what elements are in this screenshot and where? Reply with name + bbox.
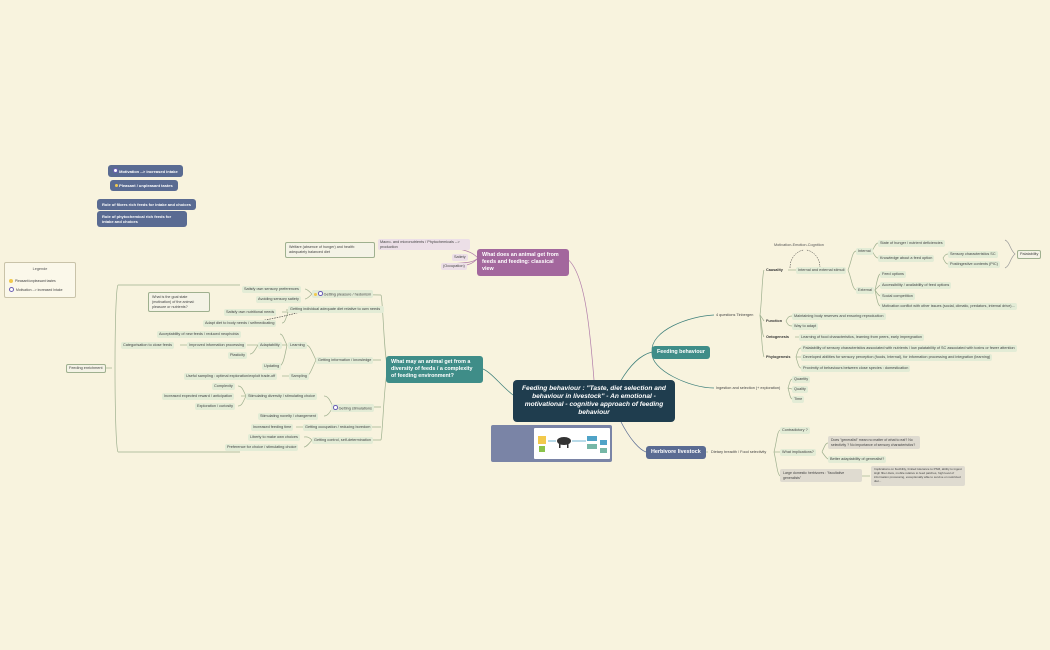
central-illustration (534, 428, 610, 459)
central-topic[interactable]: Feeding behaviour : "Taste, diet selecti… (513, 380, 675, 422)
herbivore-topic[interactable]: Herbivore livestock (646, 446, 706, 460)
conflict-node[interactable]: Motivation conflict with other issues (s… (880, 303, 1017, 310)
liberty-node[interactable]: Liberty to make own choices (248, 434, 300, 441)
ontogenesis-node[interactable]: Ontogenesis (766, 335, 789, 339)
macro-node[interactable]: Macro- and micronutrients / Phytochemica… (378, 239, 470, 251)
getting-pleasure-label: Getting pleasure / hedonism (323, 292, 372, 297)
learning-food-node[interactable]: Learning of food characteristics, learni… (799, 334, 924, 341)
tag-phyto[interactable]: Role of phytochemical rich feeds for int… (97, 211, 187, 228)
palatability-node[interactable]: Palatability (1017, 250, 1042, 259)
preference-choice-node[interactable]: Preference for choice / stimulating choi… (225, 444, 299, 451)
exploration-node[interactable]: Exploration / curiosity (195, 403, 236, 410)
time-node[interactable]: Time (792, 396, 805, 403)
getting-occupation-node[interactable]: Getting occupation / reducing boredom (303, 424, 373, 431)
generalist-node[interactable]: Does "generalist" mean no matter of what… (828, 436, 920, 450)
satisfy-sensory-node[interactable]: Satisfy own sensory preferences (242, 286, 301, 293)
state-hunger-node[interactable]: State of hunger / nutrient deficiencies (878, 240, 945, 247)
internal-node[interactable]: Internal (856, 248, 873, 255)
getting-pleasure-node[interactable]: Getting pleasure / hedonism (312, 290, 374, 299)
contradictory-node[interactable]: Contradictory ? (780, 427, 810, 434)
legend-item-motivation: Motivation --> increased Intake (9, 287, 62, 292)
feed-options-node[interactable]: Feed options (880, 271, 906, 278)
developed-node[interactable]: Developed abilities for sensory percepti… (801, 354, 993, 361)
acceptability-node[interactable]: Acceptability of new feeds / reduced neo… (157, 331, 241, 338)
social-node[interactable]: Social competition (880, 293, 915, 300)
useful-sampling-node[interactable]: Useful sampling : optimal exploration/ex… (184, 373, 278, 380)
motivation-icon (318, 291, 323, 296)
pleasant-icon (314, 292, 317, 296)
tag-motivation-label: Motivation --> increased intake (119, 169, 178, 174)
adaptability-node[interactable]: Adaptability (258, 342, 282, 349)
accessibility-node[interactable]: Accessibility / availability of feed opt… (880, 282, 952, 289)
proximity-node[interactable]: Proximity of behaviours between close sp… (801, 365, 911, 372)
goal-state-node[interactable]: What is the goal state (motivation) of t… (148, 292, 210, 313)
stim-diversity-node[interactable]: Stimulating diversity / stimulating choi… (246, 393, 318, 400)
getting-info-node[interactable]: Getting information / knowledge (316, 357, 374, 364)
causality-node[interactable]: Causality (766, 268, 783, 272)
categorisation-node[interactable]: Categorisation to close feeds (121, 342, 174, 349)
motivation-legend-icon (9, 287, 14, 292)
getting-stim-node[interactable]: Getting stimulations (331, 404, 374, 413)
complexity-node[interactable]: Complexity (212, 383, 235, 390)
avoid-sensory-node[interactable]: Avoiding sensory satiety (256, 296, 301, 303)
satisfy-nutri-node[interactable]: Satisfy own nutritional needs (224, 309, 277, 316)
adapt-diet-node[interactable]: Adapt diet to body needs / selfmedicatin… (203, 320, 277, 327)
updating-node[interactable]: Updating (262, 363, 282, 370)
satiety-node[interactable]: Satiety (452, 254, 468, 261)
dietary-breadth-node[interactable]: Dietary breadth / Food selectivity (711, 450, 767, 454)
quantity-node[interactable]: Quantity (792, 376, 811, 383)
function-node[interactable]: Function (766, 319, 783, 323)
tag-fibres[interactable]: Role of fibers rich feeds for intake and… (97, 199, 196, 211)
motivation-label: Motivation-Emotion-Cognition (774, 243, 824, 247)
quality-node[interactable]: Quality (792, 386, 808, 393)
motivation-icon (113, 168, 118, 173)
tag-pleasant[interactable]: Pleasant / unpleasant tastes (110, 180, 178, 192)
increased-reward-node[interactable]: Increased expected reward / anticipation (162, 393, 235, 400)
large-herbivores-node[interactable]: Large domestic herbivores : "facultative… (780, 469, 862, 483)
internal-external-node[interactable]: Internal and external stimuli (796, 267, 847, 274)
classical-view-topic[interactable]: What does an animal get from feeds and f… (477, 249, 569, 277)
what-implications-node[interactable]: What implications? (780, 449, 816, 456)
legend-panel: Legende Pleasant/unpleasant tastes Motiv… (4, 262, 76, 298)
pleasant-icon (115, 184, 118, 187)
motivation-icon (333, 405, 338, 410)
better-adapt-node[interactable]: Better adaptability of generalist? (828, 456, 887, 463)
diversity-topic[interactable]: What may an animal get from a diversity … (386, 356, 483, 384)
postingestive-node[interactable]: Postingestive contents (PIC) (948, 261, 1000, 268)
flexibility-node[interactable]: Implications on flexibility, limited tol… (871, 466, 965, 486)
maintain-node[interactable]: Maintaining body reserves and ensuring r… (792, 313, 886, 320)
learning-node[interactable]: Learning (288, 342, 307, 349)
tag-motivation[interactable]: Motivation --> increased intake (108, 165, 183, 178)
ingestion-node[interactable]: Ingestion and selection (+ exploration) (716, 386, 781, 390)
feeding-enrichment-node[interactable]: Feeding enrichment (66, 364, 106, 373)
livestock-illustration-icon (538, 436, 607, 453)
plasticity-node[interactable]: Plasticity (228, 352, 247, 359)
pleasant-legend-icon (9, 279, 13, 283)
tinbergen-node[interactable]: 4 questions Tinbergen (716, 313, 754, 317)
stim-novelty-node[interactable]: Stimulating novelty / changement (258, 413, 318, 420)
sampling-node[interactable]: Sampling (289, 373, 309, 380)
legend-item-label: Pleasant/unpleasant tastes (15, 279, 56, 283)
feeding-behaviour-topic[interactable]: Feeding behaviour (652, 346, 710, 360)
getting-control-node[interactable]: Getting control, self-determination (312, 437, 373, 444)
phylogenesis-node[interactable]: Phylogenesis (766, 355, 791, 359)
getting-stim-label: Getting stimulations (338, 406, 372, 411)
legend-item-pleasant: Pleasant/unpleasant tastes (9, 279, 56, 283)
welfare-node[interactable]: Welfare (absence of hunger) and health: … (285, 242, 375, 258)
tag-pleasant-label: Pleasant / unpleasant tastes (119, 183, 173, 188)
sensory-sc-node[interactable]: Sensory characteristics SC (948, 251, 998, 258)
legend-title: Legende (32, 267, 48, 271)
external-node[interactable]: External (856, 287, 874, 294)
getting-diet-node[interactable]: Getting individual adequate diet relativ… (288, 306, 384, 313)
occupation-node[interactable]: (Occupation) (441, 263, 467, 270)
legend-item-label: Motivation --> increased Intake (16, 287, 63, 292)
pal-sensory-node[interactable]: Palatability of sensory characteristics … (801, 345, 1017, 352)
increased-time-node[interactable]: Increased feeding time (251, 424, 294, 431)
improved-processing-node[interactable]: Improved information processing (187, 342, 247, 349)
knowledge-node[interactable]: Knowledge about a feed option (878, 255, 935, 262)
adapt-node[interactable]: Way to adapt (792, 323, 819, 330)
